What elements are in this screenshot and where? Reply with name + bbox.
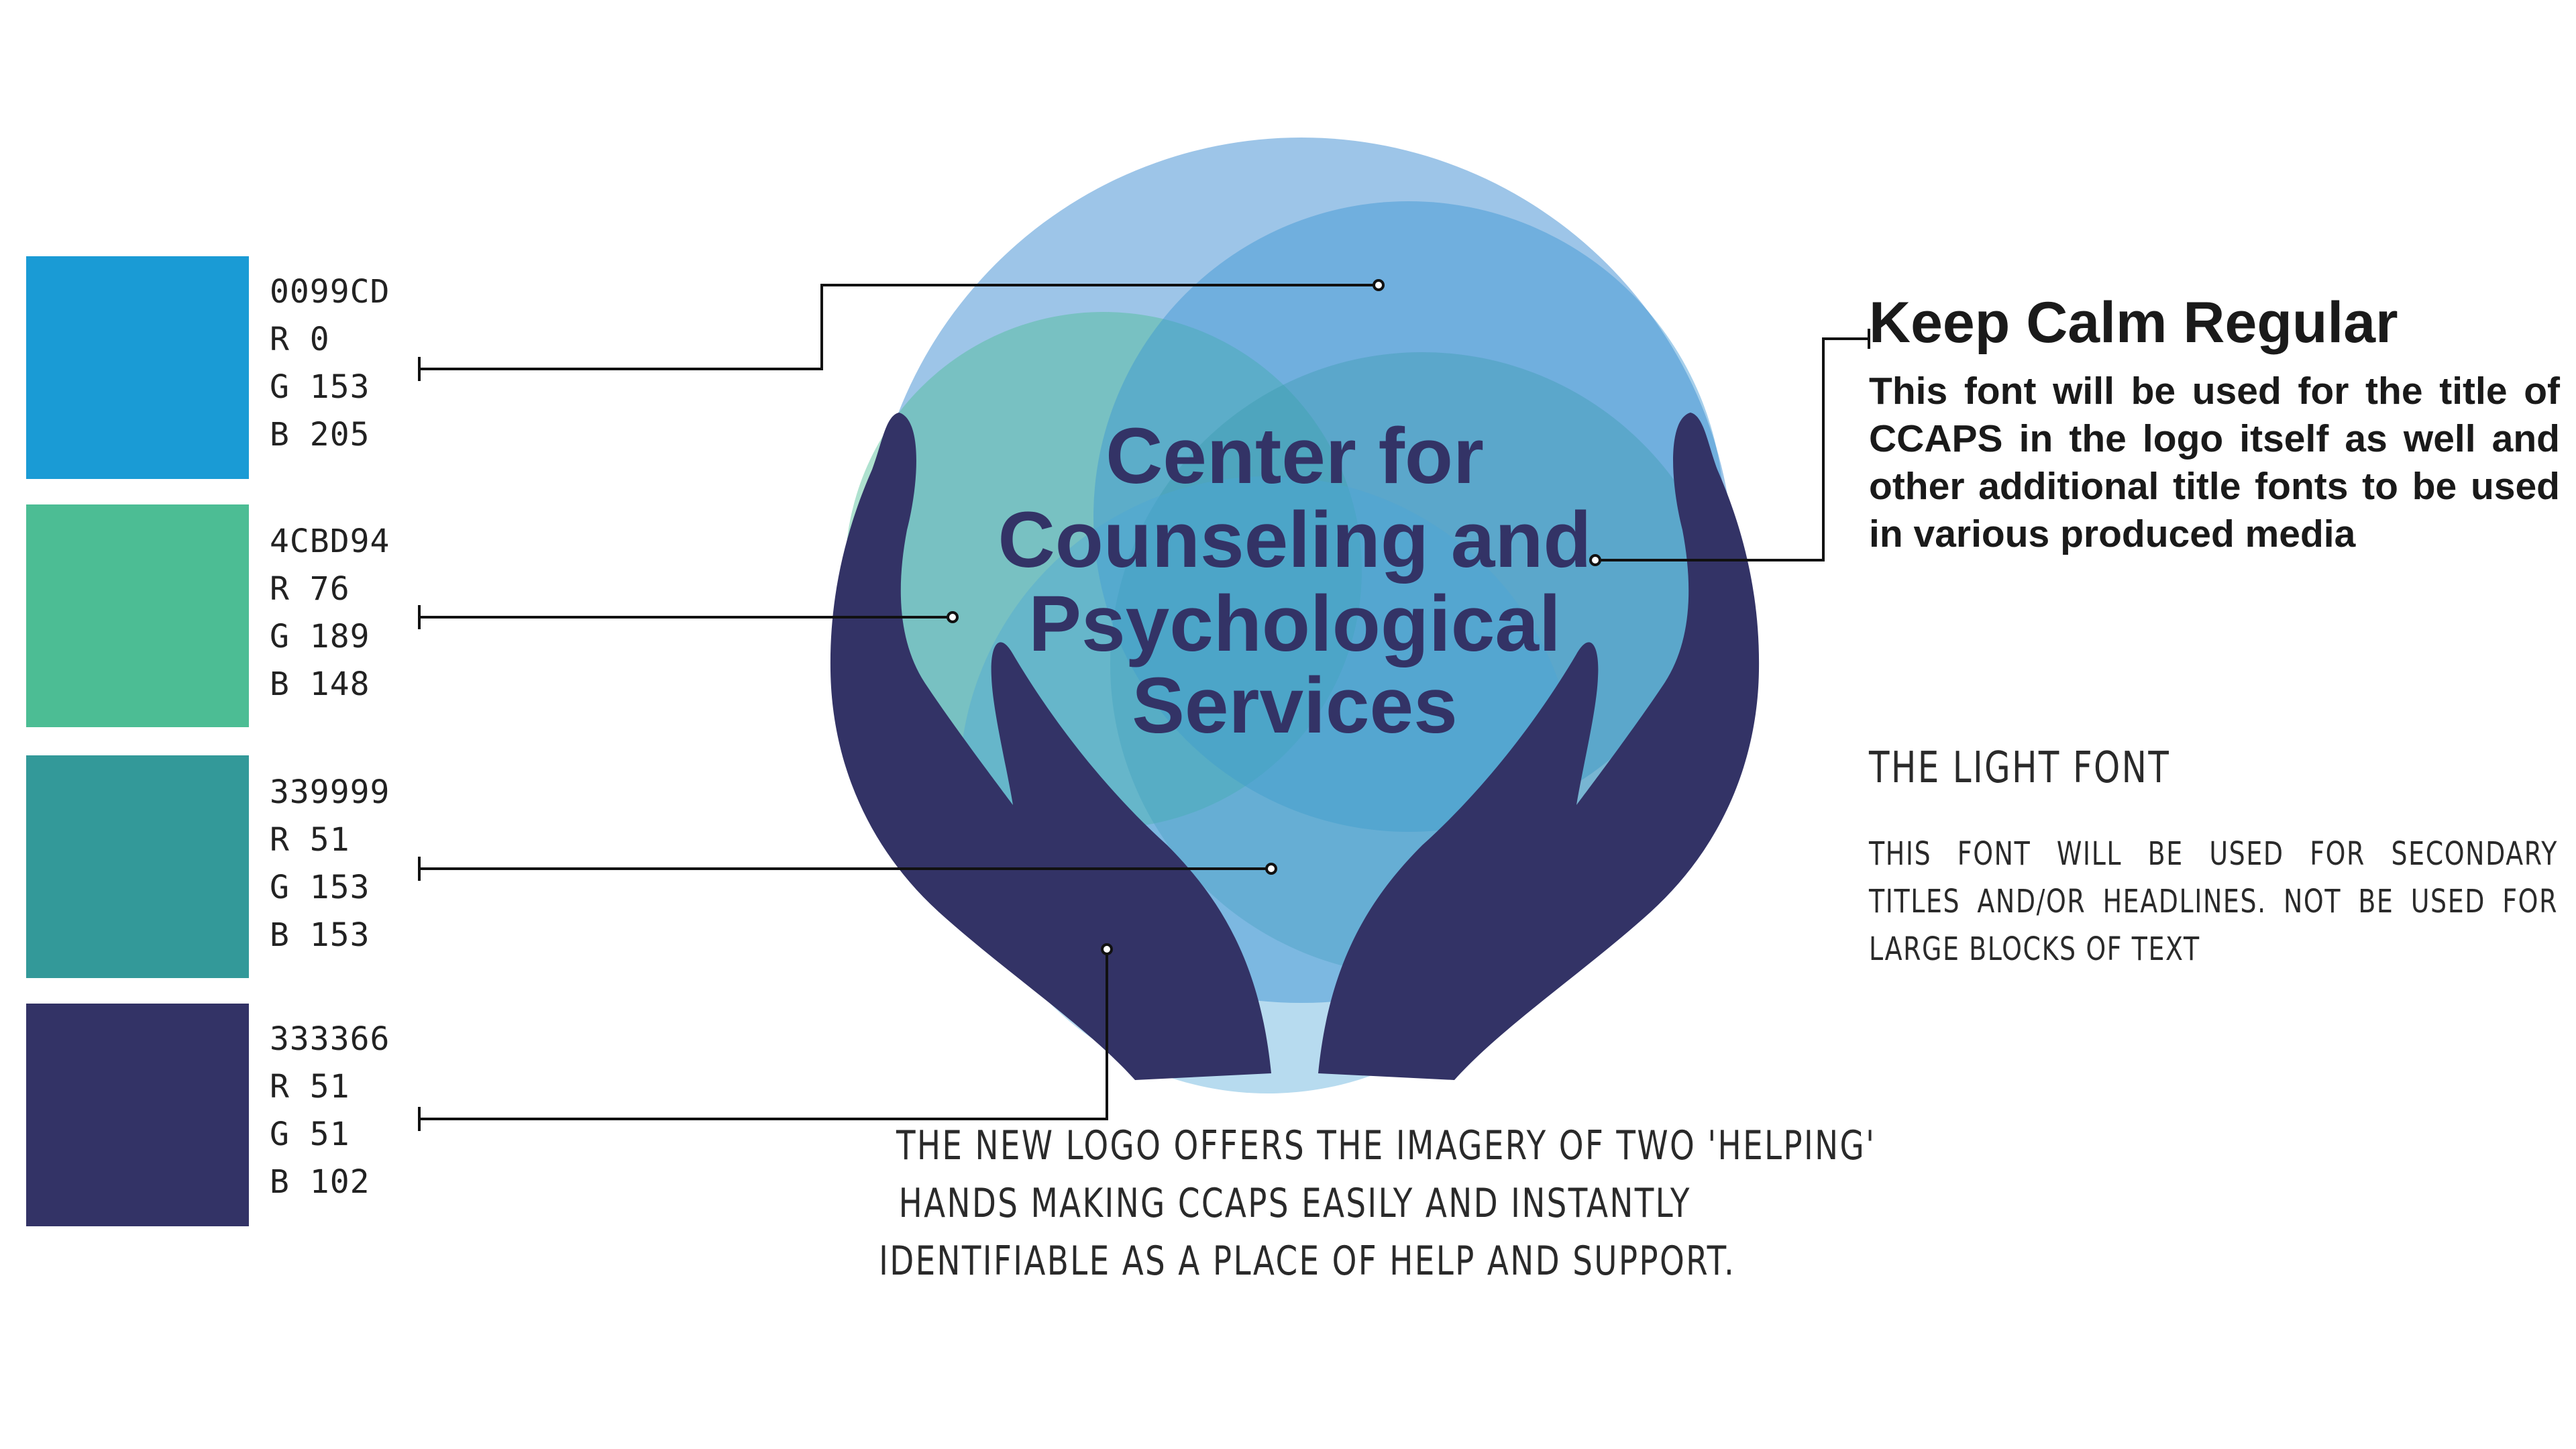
swatch-navy — [26, 1004, 249, 1226]
swatch-green-values: 4CBD94 R 76 G 189 B 148 — [270, 518, 390, 708]
logo-title: Center for Counseling and Psychological … — [998, 412, 1592, 750]
swatch-teal — [26, 755, 249, 978]
swatch-blue-g: G 153 — [270, 368, 370, 406]
swatch-green — [26, 504, 249, 727]
swatch-navy-hex: 333366 — [270, 1020, 390, 1058]
swatch-green-r: R 76 — [270, 570, 350, 608]
swatch-teal-b: B 153 — [270, 916, 370, 954]
swatch-navy-b: B 102 — [270, 1163, 370, 1201]
primary-font-name: Keep Calm Regular — [1869, 290, 2398, 355]
swatch-green-hex: 4CBD94 — [270, 523, 390, 560]
caption-line-1: THE NEW LOGO OFFERS THE IMAGERY OF TWO '… — [896, 1122, 1876, 1169]
swatch-blue-b: B 205 — [270, 416, 370, 453]
left-hand — [830, 413, 1271, 1080]
swatch-blue-values: 0099CD R 0 G 153 B 205 — [270, 268, 390, 459]
leader-navy — [419, 949, 1108, 1120]
swatch-navy-values: 333366 R 51 G 51 B 102 — [270, 1016, 390, 1206]
swatch-navy-r: R 51 — [270, 1068, 350, 1106]
leader-lines — [418, 279, 1870, 1131]
swatch-teal-hex: 339999 — [270, 773, 390, 811]
leader-blue — [419, 284, 1379, 370]
logo-line-3: Psychological — [1028, 580, 1561, 668]
caption-line-3: IDENTIFIABLE AS A PLACE OF HELP AND SUPP… — [879, 1238, 1736, 1285]
swatch-blue-r: R 0 — [270, 321, 330, 358]
logo-line-4: Services — [1132, 661, 1458, 750]
swatch-green-b: B 148 — [270, 665, 370, 703]
right-hand — [1318, 413, 1760, 1080]
logo-caption: THE NEW LOGO OFFERS THE IMAGERY OF TWO '… — [758, 1117, 1874, 1290]
caption-line-2: HANDS MAKING CCAPS EASILY AND INSTANTLY — [898, 1180, 1691, 1227]
circle-green — [845, 312, 1362, 828]
logo-line-1: Center for — [1106, 412, 1484, 500]
logo-line-2: Counseling and — [998, 496, 1592, 584]
swatch-teal-g: G 153 — [270, 869, 370, 906]
swatch-green-g: G 189 — [270, 618, 370, 655]
leader-font — [1595, 337, 1869, 561]
swatch-navy-g: G 51 — [270, 1116, 350, 1153]
swatch-blue — [26, 256, 249, 479]
secondary-font-name: THE LIGHT FONT — [1869, 743, 2171, 793]
swatch-blue-hex: 0099CD — [270, 273, 390, 311]
primary-font-description: This font will be used for the title of … — [1869, 370, 2560, 555]
helping-hands — [830, 413, 1760, 1080]
swatch-teal-values: 339999 R 51 G 153 B 153 — [270, 769, 390, 959]
secondary-font-description: THIS FONT WILL BE USED FOR SECONDARY TIT… — [1869, 835, 2558, 968]
swatch-teal-r: R 51 — [270, 821, 350, 859]
